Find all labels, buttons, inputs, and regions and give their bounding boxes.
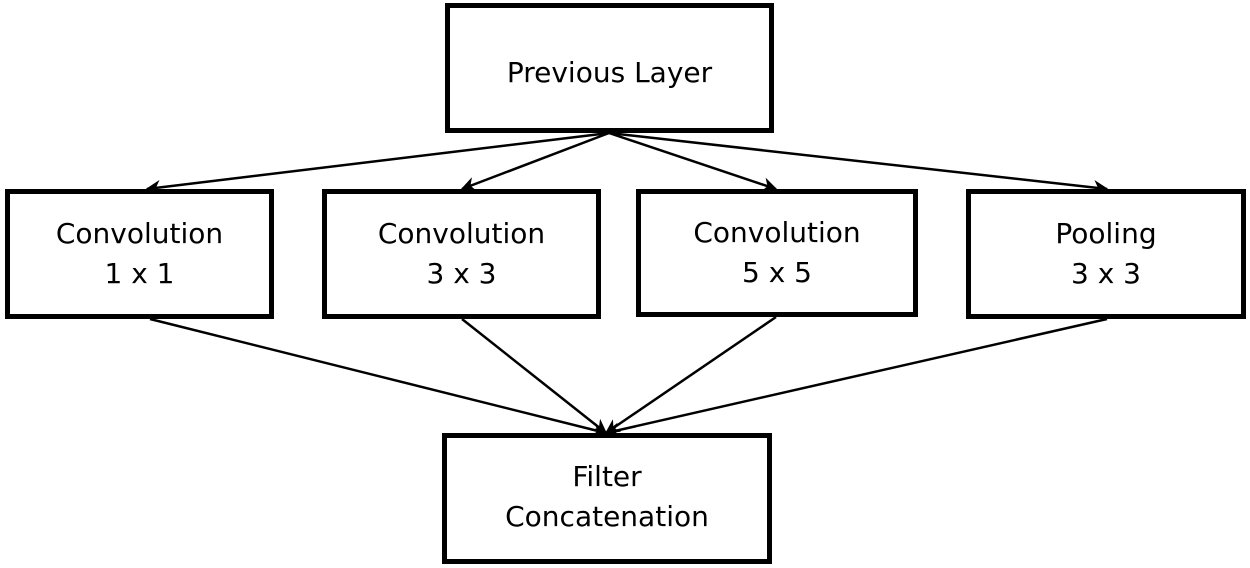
previous-layer-label: Previous Layer [506, 56, 713, 89]
previous-layer-node: Previous Layer [445, 3, 774, 133]
convolution-3x3-size: 3 x 3 [426, 257, 497, 290]
convolution-1x1-size: 1 x 1 [104, 257, 175, 290]
filter-concatenation-line-2: Concatenation [505, 499, 709, 533]
arrow-previous-to-conv-3x3 [460, 131, 610, 192]
arrow-pooling-3x3-to-concat [604, 317, 1108, 438]
pooling-3x3-size: 3 x 3 [1071, 257, 1141, 290]
arrow-conv-5x5-to-concat [604, 315, 777, 435]
filter-concatenation-line-1: Filter [572, 459, 642, 493]
arrow-previous-to-conv-1x1 [145, 131, 610, 195]
arrow-conv-3x3-to-concat [461, 318, 608, 434]
convolution-3x3-title: Convolution [377, 217, 546, 250]
convolution-1x1-node: Convolution 1 x 1 [5, 189, 274, 319]
arrow-previous-to-pooling-3x3 [608, 131, 1109, 195]
arrow-previous-to-conv-5x5 [608, 131, 778, 192]
arrow-conv-1x1-to-concat [149, 317, 608, 438]
convolution-5x5-size: 5 x 5 [742, 256, 812, 289]
pooling-3x3-title: Pooling [1055, 217, 1157, 250]
convolution-5x5-node: Convolution 5 x 5 [636, 189, 918, 317]
convolution-1x1-title: Convolution [55, 217, 224, 250]
convolution-3x3-node: Convolution 3 x 3 [322, 189, 601, 319]
pooling-3x3-node: Pooling 3 x 3 [966, 189, 1246, 319]
convolution-5x5-title: Convolution [693, 216, 861, 249]
filter-concatenation-node: Filter Concatenation [442, 433, 772, 564]
